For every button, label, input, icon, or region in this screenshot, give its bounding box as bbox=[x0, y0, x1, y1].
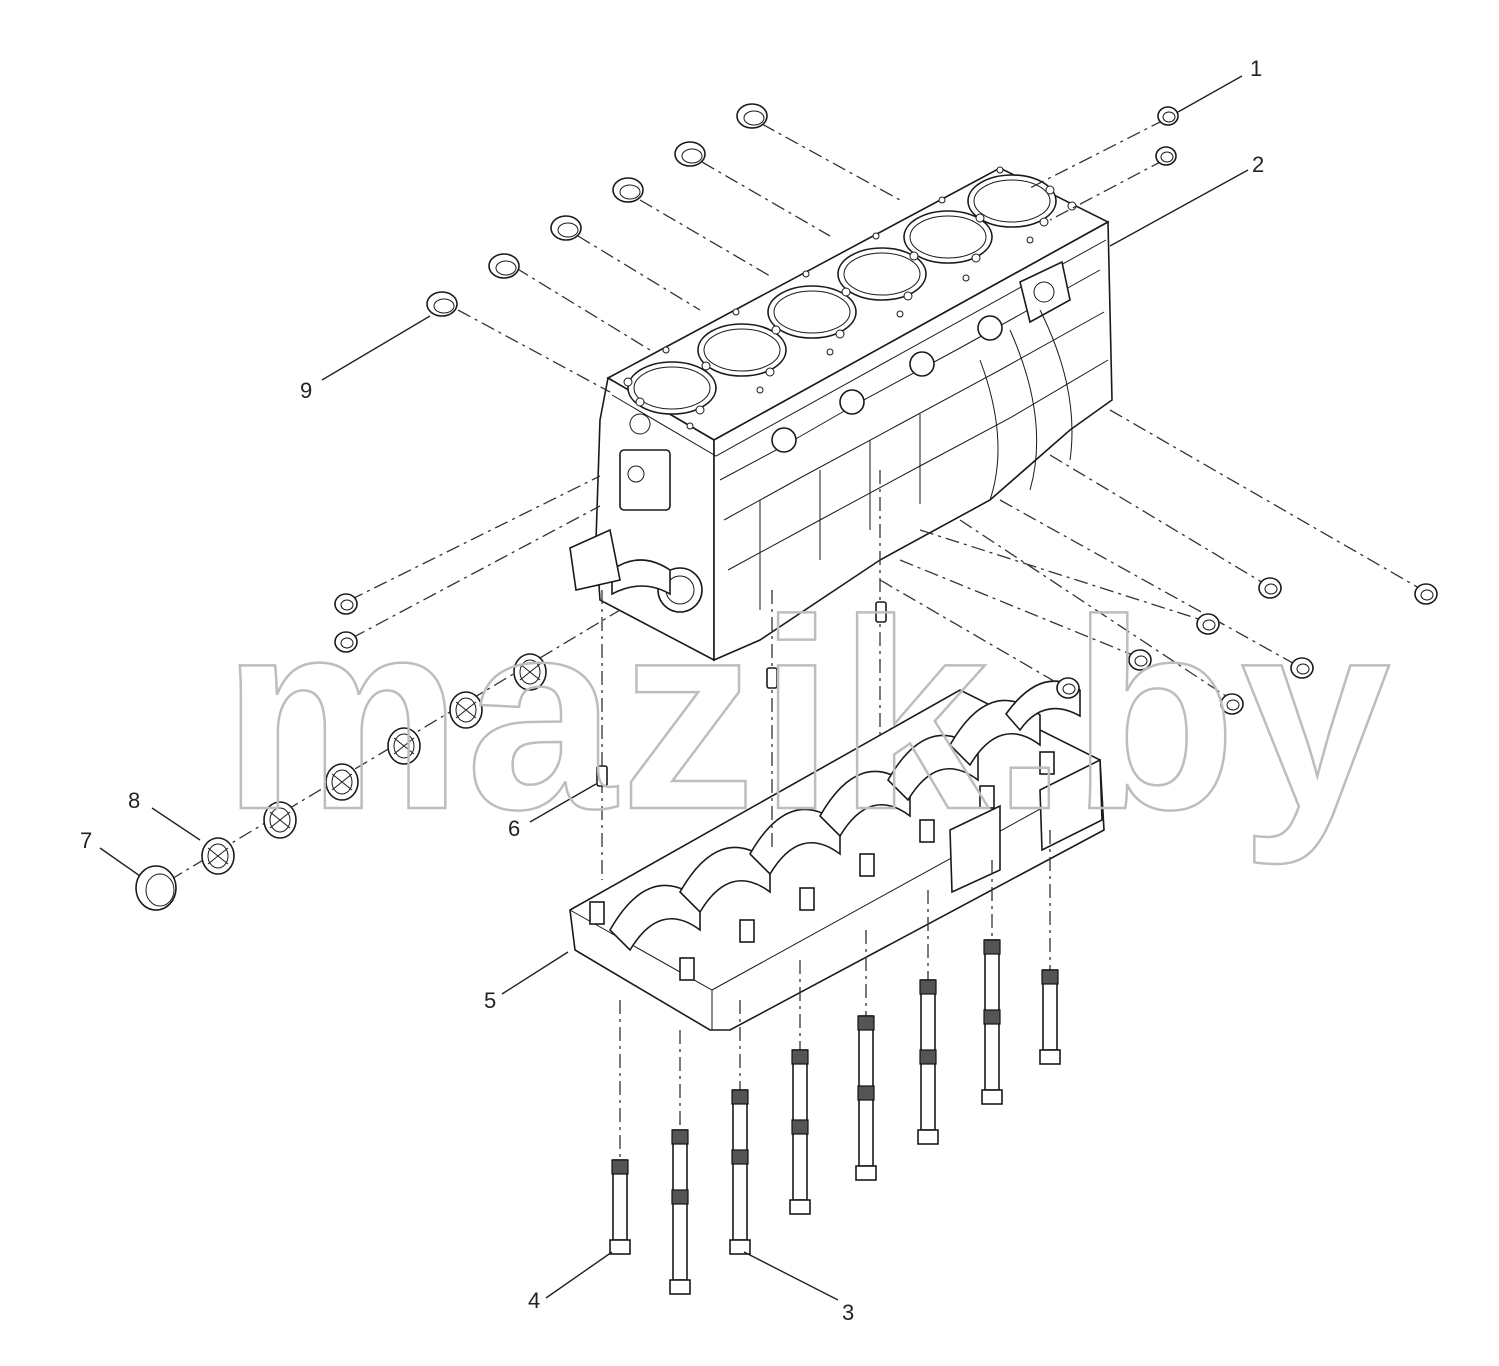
callout-8: 8 bbox=[128, 788, 140, 813]
callout-7: 7 bbox=[80, 828, 92, 853]
callout-1: 1 bbox=[1250, 56, 1262, 81]
callout-labels: 1 2 3 4 5 6 7 8 9 bbox=[80, 56, 1264, 1325]
bedplate bbox=[569, 680, 1105, 1031]
callout-4: 4 bbox=[528, 1288, 540, 1313]
camshaft-bushings bbox=[135, 653, 547, 911]
liner-seal-rings bbox=[426, 103, 768, 317]
callout-5: 5 bbox=[484, 988, 496, 1013]
expansion-plugs bbox=[334, 106, 1438, 715]
cylinder-block bbox=[569, 166, 1113, 662]
callout-2: 2 bbox=[1252, 152, 1264, 177]
watermark-text: mazik.by bbox=[222, 565, 1395, 867]
callout-6: 6 bbox=[508, 816, 520, 841]
bedplate-bolts bbox=[609, 939, 1061, 1295]
dowel-pins bbox=[596, 601, 887, 787]
callout-3: 3 bbox=[842, 1300, 854, 1325]
callout-leaders bbox=[99, 75, 1249, 1301]
callout-9: 9 bbox=[300, 378, 312, 403]
